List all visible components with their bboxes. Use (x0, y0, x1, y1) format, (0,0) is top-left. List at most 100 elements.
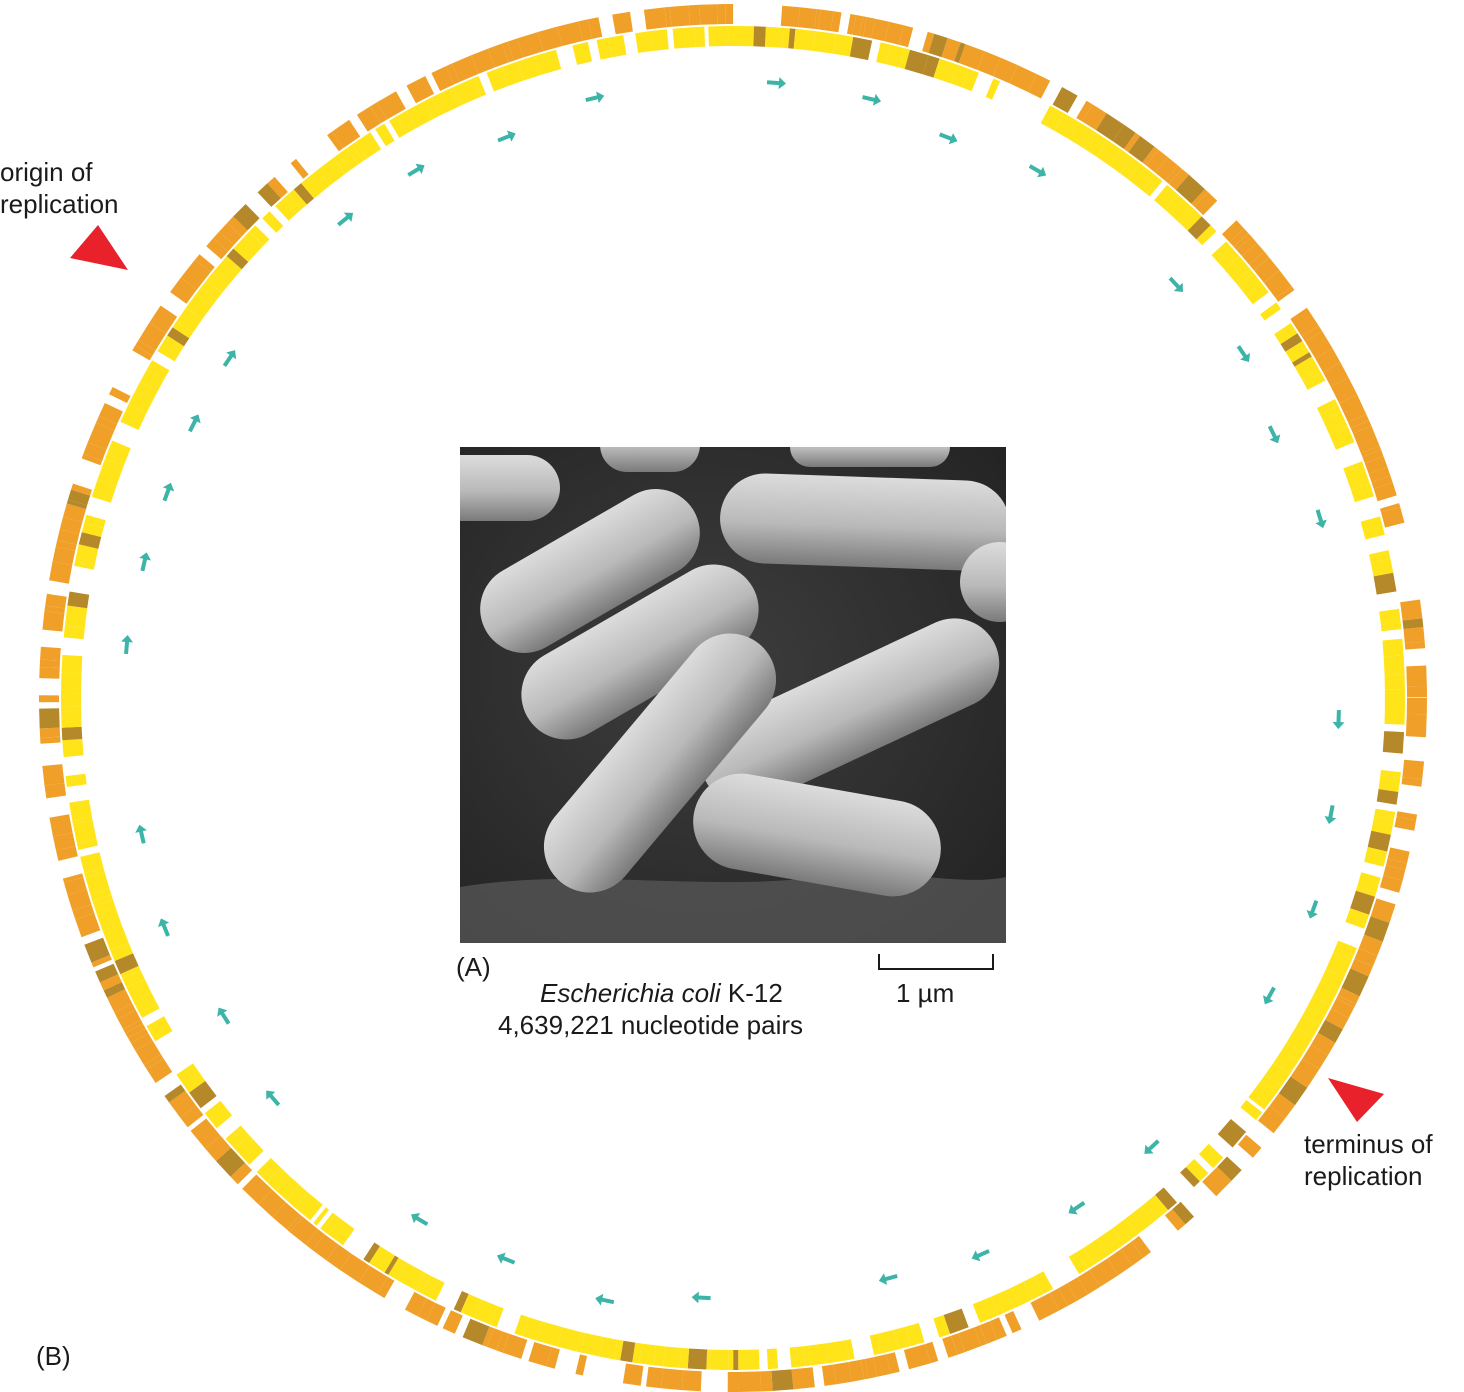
gene-block (788, 28, 796, 49)
gene-block (486, 1328, 504, 1351)
gene-block (1290, 307, 1319, 337)
gene-block (1281, 1042, 1304, 1062)
gene-block (128, 392, 153, 414)
gene-block (1141, 1203, 1158, 1222)
panel-label-a: (A) (456, 952, 491, 982)
gene-block (138, 322, 167, 351)
gene-block (355, 132, 382, 159)
gene-block (99, 974, 122, 991)
gene-block (899, 48, 910, 69)
gene-block (122, 970, 145, 988)
gene-block (1370, 558, 1394, 577)
gene-block (1109, 149, 1133, 174)
gene-block (1336, 995, 1356, 1008)
gene-block (180, 1105, 204, 1128)
gene-block (397, 1263, 426, 1291)
gene-block (216, 1147, 245, 1177)
gene-block (1194, 191, 1218, 216)
gene-block (1384, 689, 1405, 710)
gene-block (1350, 483, 1374, 503)
rna-gene-arrow (496, 1252, 516, 1265)
gene-block (301, 170, 330, 199)
gene-block (1285, 341, 1310, 363)
gene-block (1260, 1074, 1282, 1094)
gene-block (1076, 100, 1093, 122)
gene-block (92, 894, 113, 906)
gene-block (135, 340, 156, 356)
gene-block (1258, 1105, 1286, 1134)
gene-block (1373, 482, 1397, 502)
gene-block (67, 889, 92, 911)
gene-block (885, 44, 905, 68)
gene-block (708, 26, 727, 47)
gene-block (290, 158, 309, 179)
gene-block (462, 1318, 490, 1346)
gene-block (333, 154, 351, 174)
gene-block (39, 727, 61, 738)
gene-block (289, 1216, 318, 1245)
gene-block (143, 1054, 164, 1070)
gene-block (1369, 550, 1391, 563)
gene-block (1083, 131, 1108, 157)
organism-name: Escherichia coli K-12 (540, 978, 783, 1009)
gene-block (323, 1214, 341, 1235)
gene-block (1364, 916, 1390, 942)
gene-block (49, 561, 73, 584)
gene-block (1394, 816, 1417, 831)
gene-block (635, 31, 654, 53)
gene-block (61, 672, 82, 694)
gene-block (717, 4, 726, 25)
outer-gene-ring (39, 4, 1427, 1392)
gene-block (575, 1354, 588, 1376)
gene-block (972, 1296, 999, 1323)
gene-block (1292, 352, 1312, 367)
gene-block (62, 873, 84, 883)
gene-block (206, 272, 228, 293)
gene-block (233, 237, 259, 262)
gene-block (1146, 178, 1163, 197)
gene-block (288, 189, 307, 210)
gene-block (482, 1326, 494, 1347)
terminus-label-line2: replication (1304, 1161, 1423, 1191)
gene-block (738, 1371, 762, 1392)
gene-block (95, 963, 119, 983)
gene-block (1368, 467, 1391, 483)
gene-block (449, 87, 462, 107)
gene-block (1341, 968, 1369, 997)
gene-block (1403, 627, 1425, 644)
gene-block (898, 25, 914, 48)
gene-block (1315, 348, 1341, 373)
rna-gene-arrow (121, 635, 134, 655)
gene-block (61, 654, 83, 674)
gene-block (622, 1363, 644, 1386)
rna-gene-arrow (1028, 164, 1047, 178)
gene-block (989, 1317, 1007, 1340)
gene-block (578, 19, 593, 41)
gene-block (1333, 940, 1357, 960)
gene-block (317, 158, 345, 186)
gene-block (103, 982, 126, 998)
gene-block (727, 1372, 739, 1392)
gene-block (760, 1370, 773, 1392)
rna-gene-arrow (1267, 425, 1281, 444)
gene-block (1402, 759, 1425, 780)
gene-block (80, 852, 104, 873)
gene-block (1371, 475, 1393, 489)
gene-block (196, 287, 217, 306)
gene-block (1128, 163, 1155, 191)
gene-block (313, 1207, 330, 1226)
gene-block (293, 183, 314, 205)
rna-gene-markers (121, 77, 1345, 1306)
gene-block (1154, 185, 1179, 210)
gene-block (389, 115, 408, 138)
gene-block (608, 35, 627, 58)
gene-block (598, 1336, 618, 1360)
gene-block (1263, 270, 1292, 299)
gene-block (176, 1063, 206, 1093)
gene-block (1343, 461, 1364, 472)
gene-block (62, 739, 84, 758)
gene-block (81, 453, 103, 466)
gene-block (1089, 1258, 1119, 1287)
gene-block (1376, 789, 1399, 805)
gene-block (808, 1343, 830, 1366)
